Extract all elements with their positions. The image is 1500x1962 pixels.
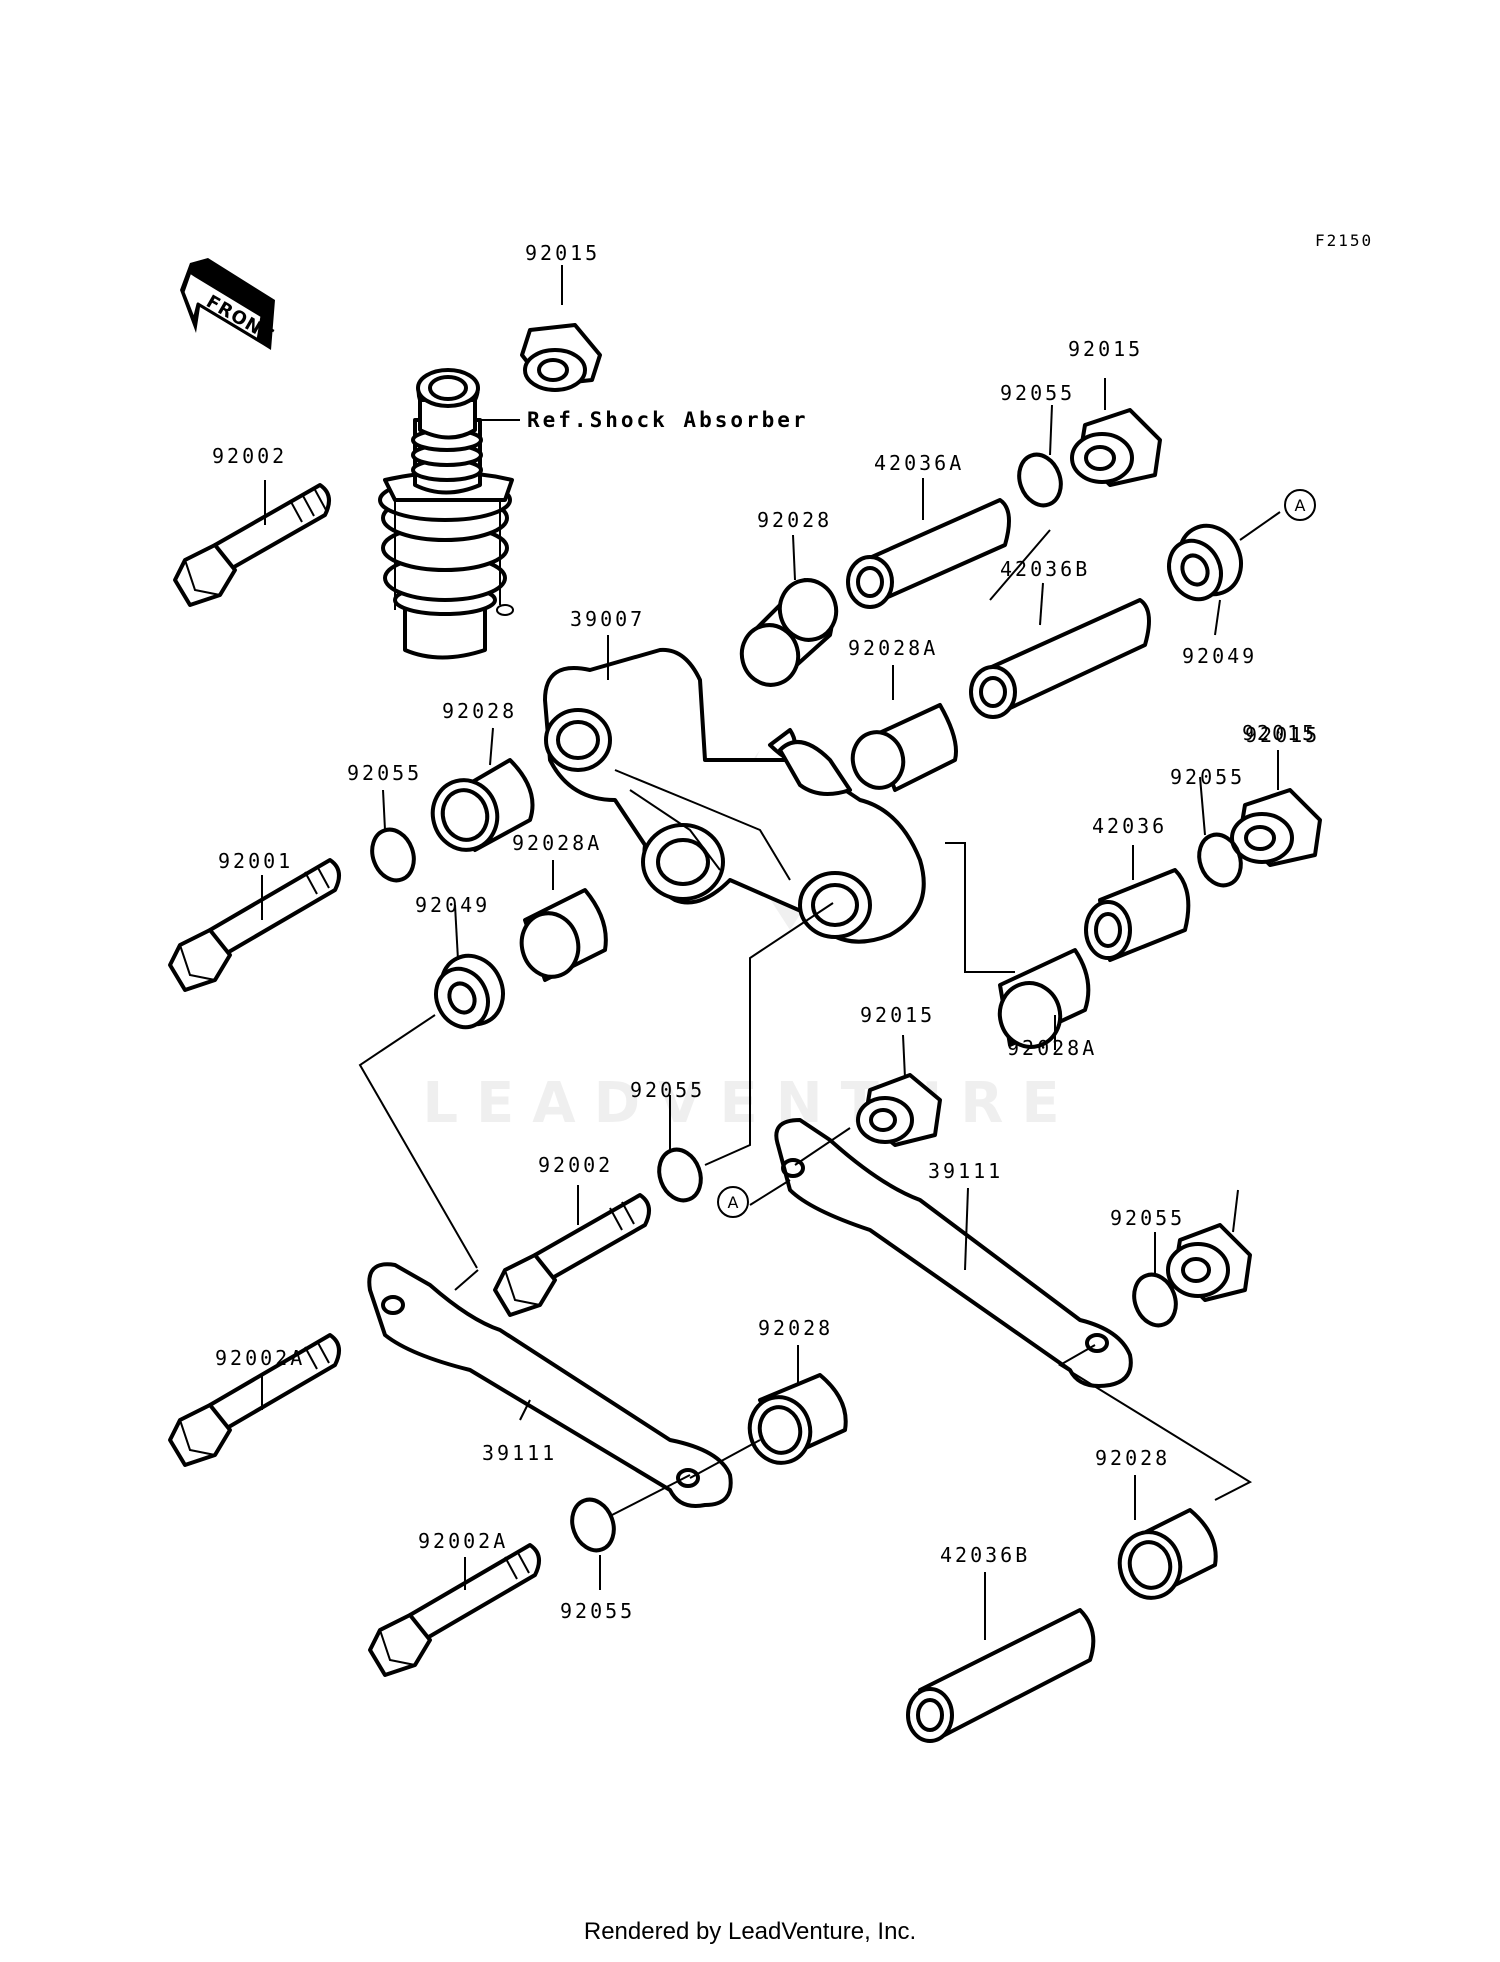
- collar-92028A-left: [519, 888, 608, 982]
- rocker-arm-39007: [543, 647, 926, 944]
- part-label: 92028: [757, 508, 832, 532]
- nut-92015-right-1: [1070, 408, 1162, 487]
- oring-92055-middle: [657, 1147, 703, 1203]
- part-label: 42036B: [940, 1543, 1030, 1567]
- part-label: 92015: [860, 1003, 935, 1027]
- part-label: 92055: [1000, 381, 1075, 405]
- pipe-42036B-lower: [906, 1608, 1096, 1743]
- collar-92028-lower: [1117, 1508, 1218, 1600]
- leader-lines: [261, 265, 1281, 1640]
- part-label: 42036: [1092, 814, 1167, 838]
- svg-text:A: A: [1295, 496, 1306, 515]
- oring-92055-lower: [570, 1497, 616, 1553]
- diagram-code: F2150: [1315, 231, 1373, 250]
- oring-92055-right-2: [1197, 832, 1243, 888]
- part-label: 92002A: [215, 1346, 305, 1370]
- collar-92028-middle: [747, 1373, 848, 1465]
- pipe-42036: [1084, 868, 1191, 962]
- bolt-92002-upper: [173, 483, 331, 607]
- svg-text:A: A: [728, 1193, 739, 1212]
- nut-92015-right-2: [1230, 788, 1322, 867]
- part-label: 92055: [347, 761, 422, 785]
- oring-92055-right-1: [1017, 452, 1063, 508]
- part-label: 92028A: [512, 831, 602, 855]
- part-label: 92055: [1110, 1206, 1185, 1230]
- part-label: 92002: [212, 444, 287, 468]
- part-label: 39111: [928, 1159, 1003, 1183]
- part-label: 42036B: [1000, 557, 1090, 581]
- ref-shock-absorber-label: Ref.Shock Absorber: [527, 408, 809, 432]
- part-label: 92055: [1170, 765, 1245, 789]
- part-label: 92028: [442, 699, 517, 723]
- part-label: 92055: [630, 1078, 705, 1102]
- collar-92028A-upper: [850, 703, 958, 792]
- part-label: 42036A: [874, 451, 964, 475]
- pipe-42036A: [846, 498, 1011, 609]
- bolt-92001: [168, 858, 341, 992]
- part-label: 92028A: [848, 636, 938, 660]
- bolt-92002A-lower: [368, 1543, 541, 1677]
- part-labels: 92015 92002 92055 92015 42036A 92028 420…: [212, 241, 1320, 1623]
- marker-a-lower: A: [717, 1186, 749, 1218]
- shock-absorber: [378, 368, 514, 660]
- tie-rod-39111-right: [774, 1118, 1133, 1388]
- part-label: 92028: [1095, 1446, 1170, 1470]
- watermark-text: LEADVENTURE: [422, 1071, 1077, 1136]
- collar-92049-left: [434, 953, 505, 1030]
- collar-92028A-right: [997, 948, 1091, 1049]
- nut-92015-middle: [856, 1073, 942, 1147]
- part-label: 92001: [218, 849, 293, 873]
- nut-92015-right-3: [1166, 1223, 1252, 1302]
- part-label: 92049: [415, 893, 490, 917]
- part-label: 39007: [570, 607, 645, 631]
- part-label: 92028A: [1007, 1036, 1097, 1060]
- collar-92028-left: [430, 758, 535, 852]
- oring-92055-left: [370, 827, 416, 883]
- part-label: 92049: [1182, 644, 1257, 668]
- oring-92055-right-3: [1132, 1272, 1178, 1328]
- nut-92015-top: [520, 323, 602, 392]
- part-label: 39111: [482, 1441, 557, 1465]
- bolt-92002-middle: [493, 1193, 651, 1317]
- part-label: 92002: [538, 1153, 613, 1177]
- part-label: 92028: [758, 1316, 833, 1340]
- collar-92049-right: [1167, 523, 1243, 602]
- marker-a-upper: A: [1284, 489, 1316, 521]
- tie-rod-39111-left: [367, 1262, 733, 1508]
- bolt-92002A-upper: [168, 1333, 341, 1467]
- part-label: 92055: [560, 1599, 635, 1623]
- part-label: 92002A: [418, 1529, 508, 1553]
- footer-credit: Rendered by LeadVenture, Inc.: [583, 1918, 917, 1945]
- part-label: 92015: [1245, 723, 1320, 747]
- front-arrow-icon: FRONT: [180, 258, 277, 350]
- pipe-42036B-upper: [969, 598, 1151, 719]
- part-label: 92015: [1242, 721, 1317, 745]
- part-label: 92015: [525, 241, 600, 265]
- collar-92028-upper: [739, 578, 839, 687]
- part-label: 92015: [1068, 337, 1143, 361]
